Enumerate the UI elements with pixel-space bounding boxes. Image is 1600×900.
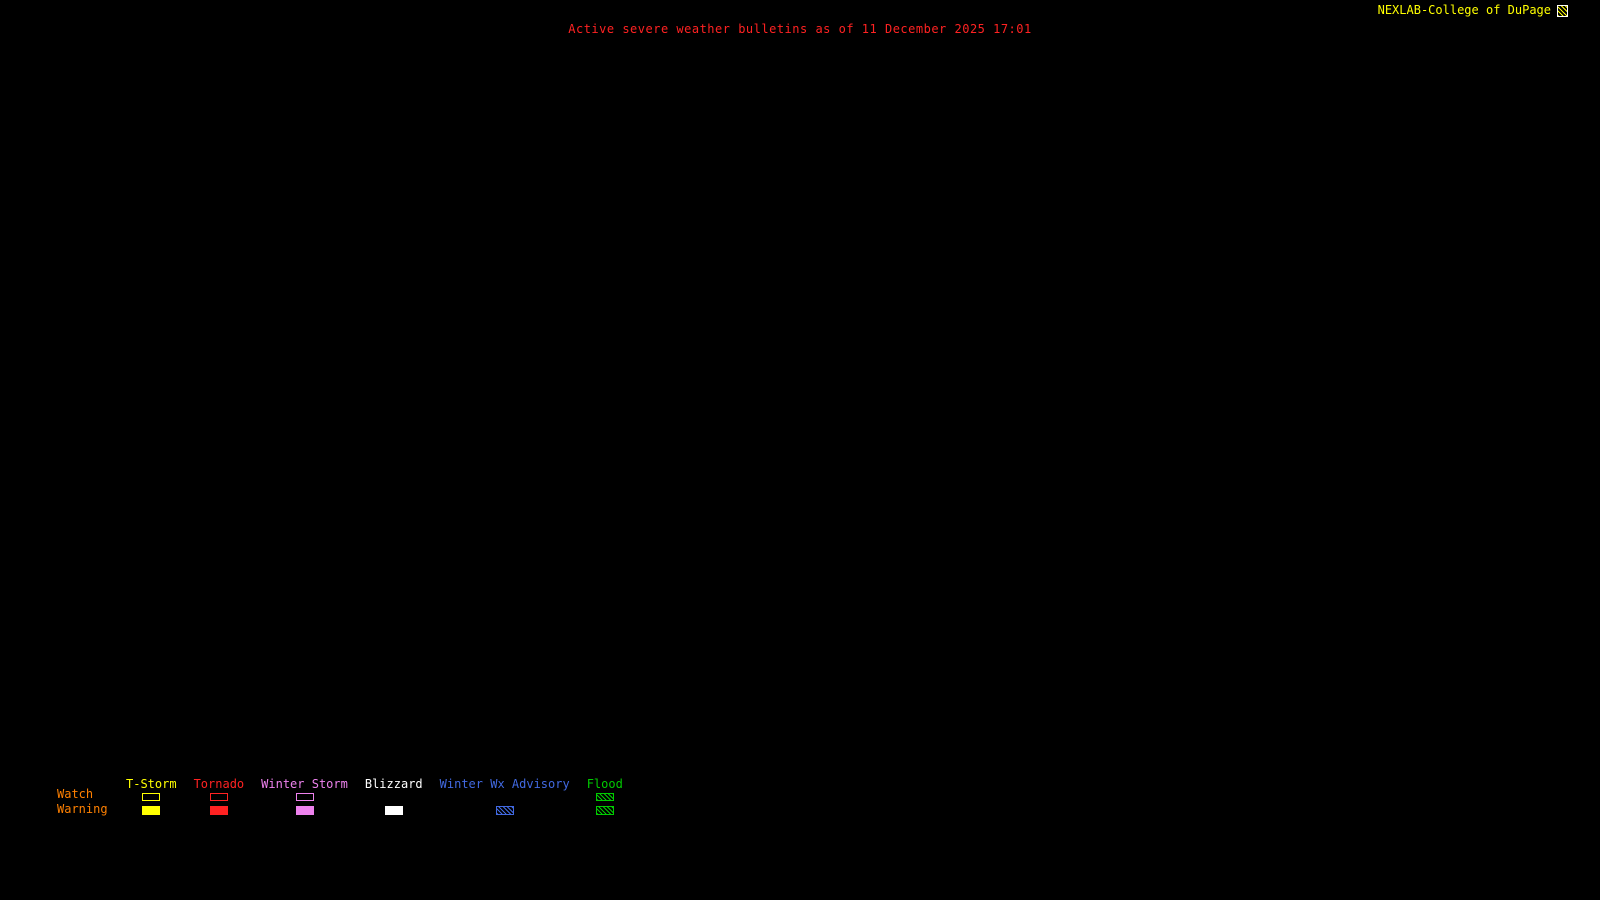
tornado-warning-swatch <box>209 806 228 815</box>
winter-storm-warning-swatch <box>295 806 314 815</box>
legend-column-label-winter-wx-advisory: Winter Wx Advisory <box>439 777 570 791</box>
winter-wx-advisory-warning-swatch <box>495 806 514 815</box>
legend-column-blizzard: Blizzard <box>365 778 423 815</box>
brand-text: NEXLAB-College of DuPage <box>1377 3 1551 17</box>
legend-column-label-blizzard: Blizzard <box>364 777 423 791</box>
legend-column-label-flood: Flood <box>586 777 623 791</box>
legend-column-label-winter-storm: Winter Storm <box>261 777 348 791</box>
legend: Watch Warning T-Storm Tornado Winter Storm… <box>55 776 640 820</box>
legend-column-winter-storm: Winter Storm <box>261 778 348 815</box>
blizzard-warning-swatch <box>384 806 403 815</box>
legend-column-winter-wx-advisory: Winter Wx Advisory <box>440 778 570 815</box>
winter-storm-watch-swatch <box>295 793 314 801</box>
t-storm-watch-swatch <box>142 793 161 801</box>
flood-watch-swatch <box>595 793 614 801</box>
t-storm-warning-swatch <box>142 806 161 815</box>
legend-column-t-storm: T-Storm <box>126 778 177 815</box>
cod-logo-icon <box>1557 4 1568 17</box>
legend-row-labels: Watch Warning <box>55 776 126 820</box>
legend-column-label-t-storm: T-Storm <box>126 777 177 791</box>
legend-column-tornado: Tornado <box>193 777 245 815</box>
legend-warning-label: Warning <box>57 802 108 816</box>
legend-columns: T-Storm Tornado Winter Storm Blizzard Winter… <box>126 776 640 815</box>
brand: NEXLAB-College of DuPage <box>1378 4 1568 17</box>
legend-column-label-tornado: Tornado <box>193 777 245 791</box>
legend-watch-label: Watch <box>57 787 94 801</box>
legend-column-flood: Flood <box>587 778 623 815</box>
flood-warning-swatch <box>595 806 614 815</box>
page-title: Active severe weather bulletins as of 11… <box>568 22 1032 36</box>
tornado-watch-swatch <box>209 793 228 801</box>
